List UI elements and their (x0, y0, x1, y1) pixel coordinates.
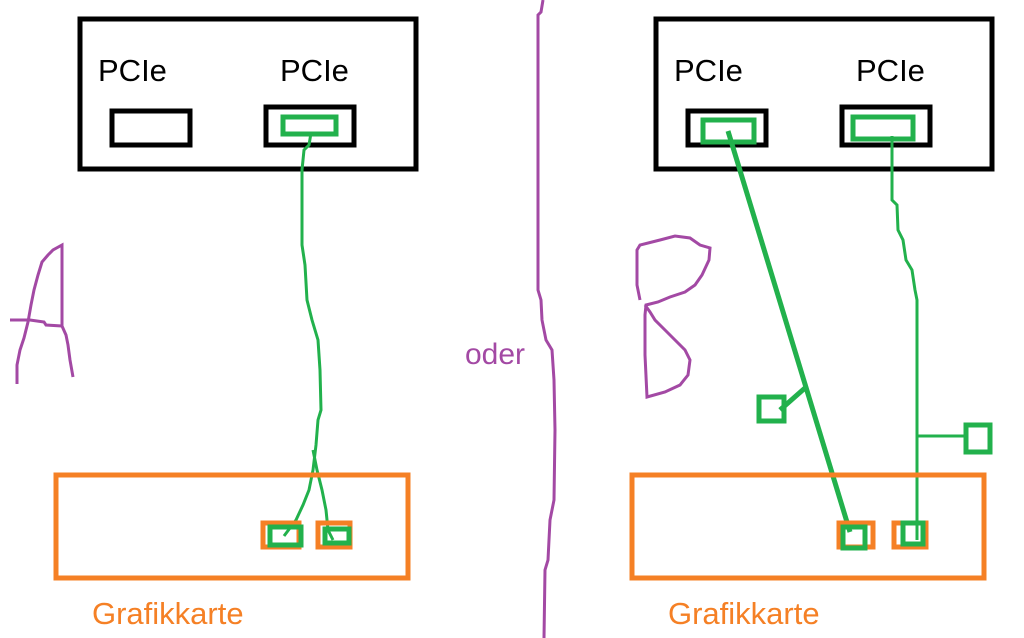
letter-a-stroke (15, 242, 75, 384)
panel-b-cable-plug-2 (850, 114, 916, 142)
panel-b-pcie-label-2: PCIe (856, 53, 925, 88)
letter-b-stroke (635, 234, 712, 399)
panel-b-cable-1 (725, 130, 853, 533)
panel-b-cable-plug-1 (700, 117, 757, 145)
panel-a-pcie-slot-1 (109, 108, 193, 148)
panel-a-psu-box (77, 16, 419, 172)
letter-a-crossbar (10, 318, 63, 328)
panel-b-gpu-box (629, 472, 987, 581)
panel-b-spare-plug-1 (756, 394, 787, 424)
panel-a-cable-plug (280, 114, 339, 137)
panel-b-cable-2 (890, 136, 919, 540)
panel-a-cable-branch (311, 449, 335, 541)
panel-b-gpu-plug-1 (840, 524, 868, 551)
panel-b-gpu-plug-2 (900, 520, 926, 547)
panel-a-pcie-label-1: PCIe (98, 53, 167, 88)
panel-b-pcie-slot-1 (685, 108, 769, 148)
panel-a-pcie-label-2: PCIe (280, 53, 349, 88)
panel-b-gpu-label: Grafikkarte (668, 596, 820, 631)
panel-b-pcie-label-1: PCIe (674, 53, 743, 88)
panel-a-gpu-plug-1 (267, 524, 304, 548)
panel-b-spare-plug-2 (963, 422, 993, 455)
panel-a-cable (282, 132, 323, 537)
divider-line (536, 0, 557, 638)
panel-a-gpu-box (53, 472, 411, 581)
panel-a-gpu-plug-2 (322, 526, 352, 546)
panel-a (10, 16, 419, 581)
panel-b (629, 16, 995, 581)
panel-a-gpu-label: Grafikkarte (92, 596, 244, 631)
divider-label: oder (465, 338, 526, 371)
panel-b-pcie-slot-2 (839, 104, 933, 148)
panel-b-psu-box (653, 16, 995, 172)
